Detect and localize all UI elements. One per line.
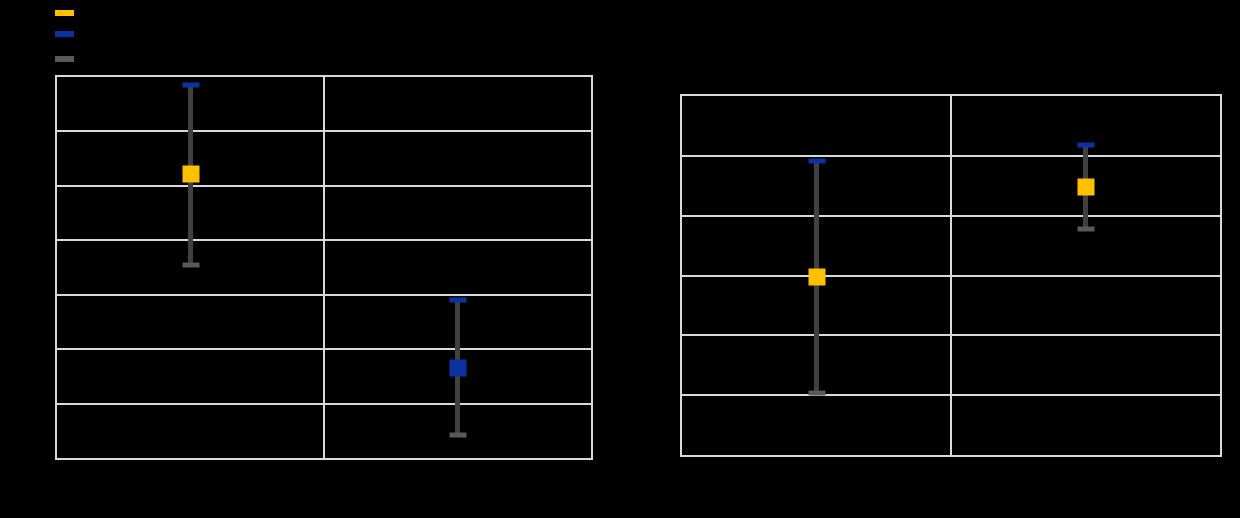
mean-marker bbox=[182, 165, 199, 183]
mean-marker bbox=[1077, 178, 1094, 196]
left-interval-chart bbox=[55, 75, 593, 460]
error-bar-lower-cap bbox=[182, 262, 199, 268]
legend-swatch-series-gold bbox=[55, 10, 74, 16]
category-divider bbox=[950, 96, 952, 455]
error-bar-lower-cap bbox=[449, 432, 466, 438]
mean-marker bbox=[449, 359, 466, 377]
error-bar-upper-cap bbox=[1077, 142, 1094, 148]
category-divider bbox=[323, 77, 325, 458]
error-bar-lower-cap bbox=[1077, 226, 1094, 232]
legend-swatch-series-blue bbox=[55, 31, 74, 37]
right-interval-chart bbox=[680, 94, 1222, 457]
legend bbox=[0, 0, 300, 70]
error-bar-upper-cap bbox=[182, 82, 199, 88]
error-bar-upper-cap bbox=[449, 297, 466, 303]
legend-swatch-series-gray bbox=[55, 56, 74, 62]
error-bar-lower-cap bbox=[808, 390, 825, 396]
mean-marker bbox=[808, 268, 825, 286]
error-bar-upper-cap bbox=[808, 158, 825, 164]
